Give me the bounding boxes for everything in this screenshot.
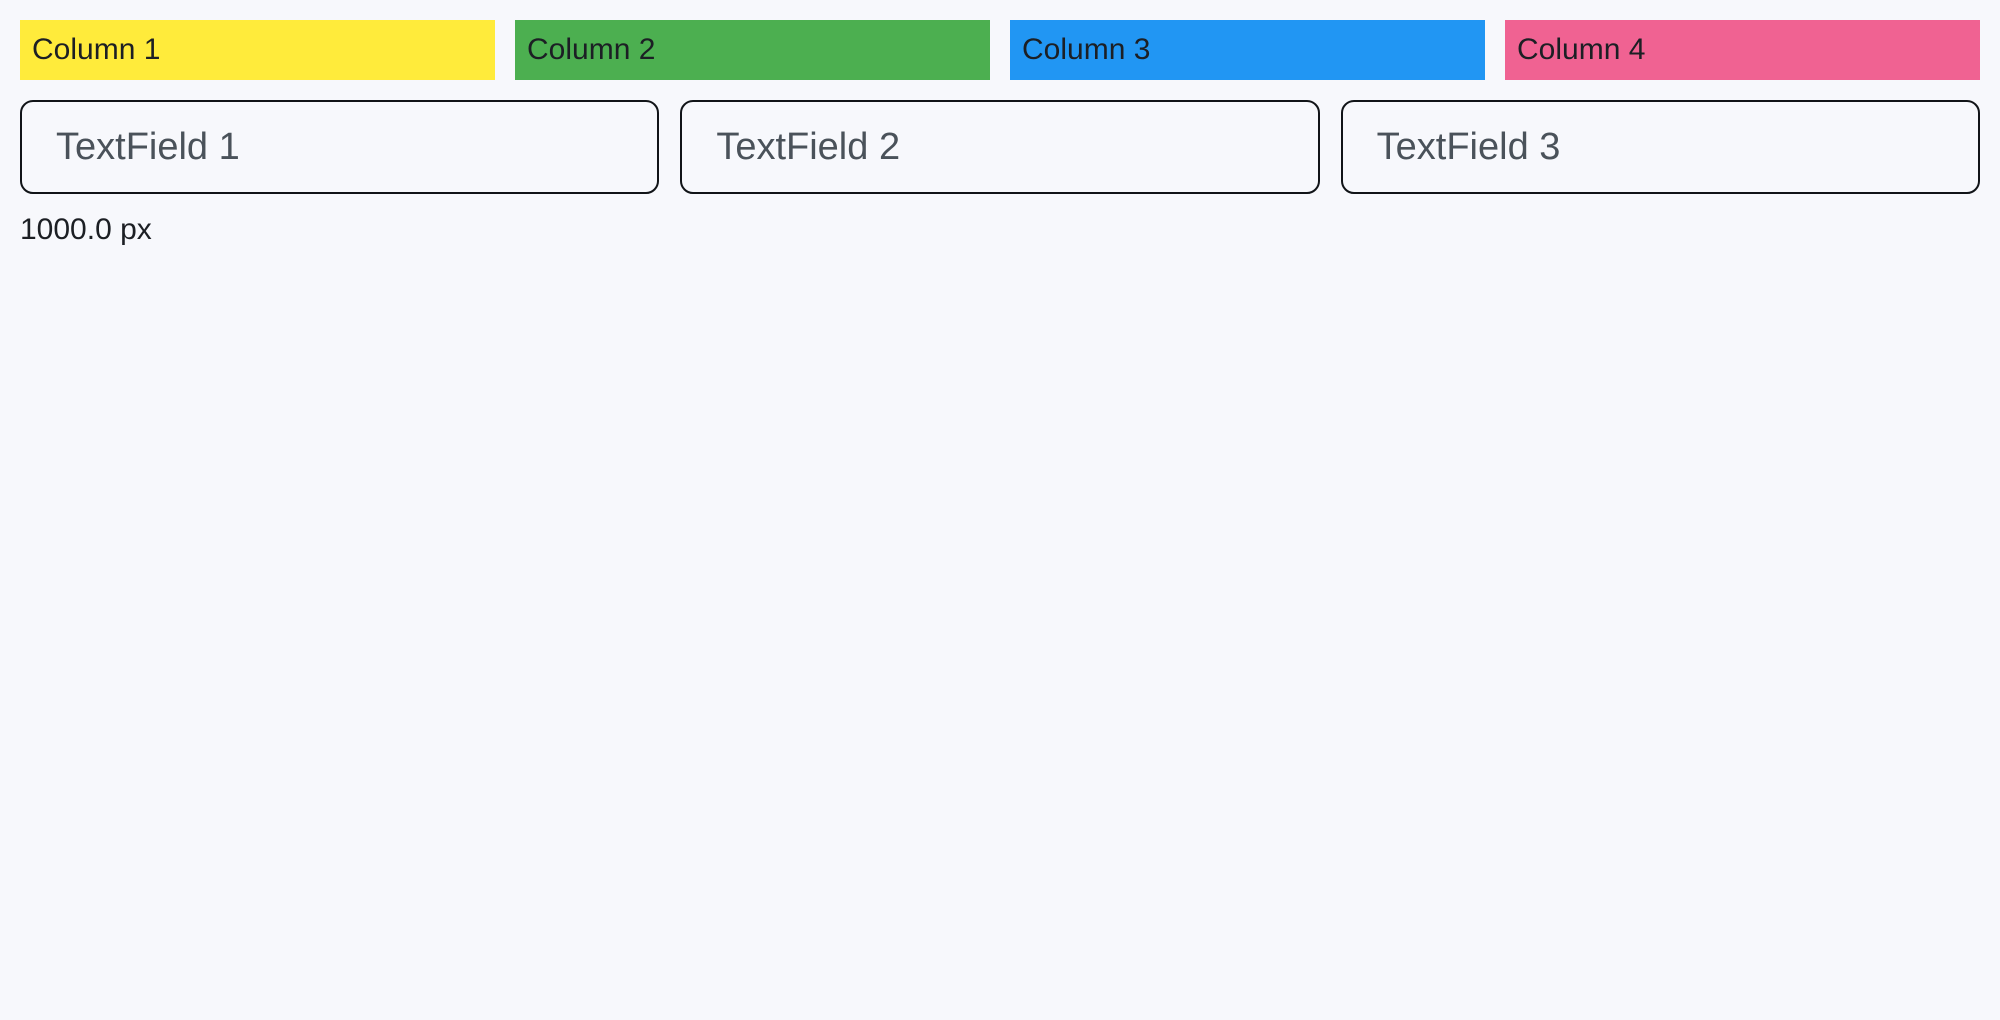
textfield-1[interactable]	[20, 100, 660, 194]
column-bar-4: Column 4	[1505, 20, 1980, 80]
column-bar-3: Column 3	[1010, 20, 1485, 80]
textfields-row	[20, 100, 1980, 194]
column-bar-1: Column 1	[20, 20, 495, 80]
columns-row: Column 1 Column 2 Column 3 Column 4	[20, 20, 1980, 80]
width-size-label: 1000.0 px	[20, 213, 152, 246]
textfield-3[interactable]	[1340, 100, 1980, 194]
textfield-2[interactable]	[680, 100, 1320, 194]
column-bar-2: Column 2	[515, 20, 990, 80]
